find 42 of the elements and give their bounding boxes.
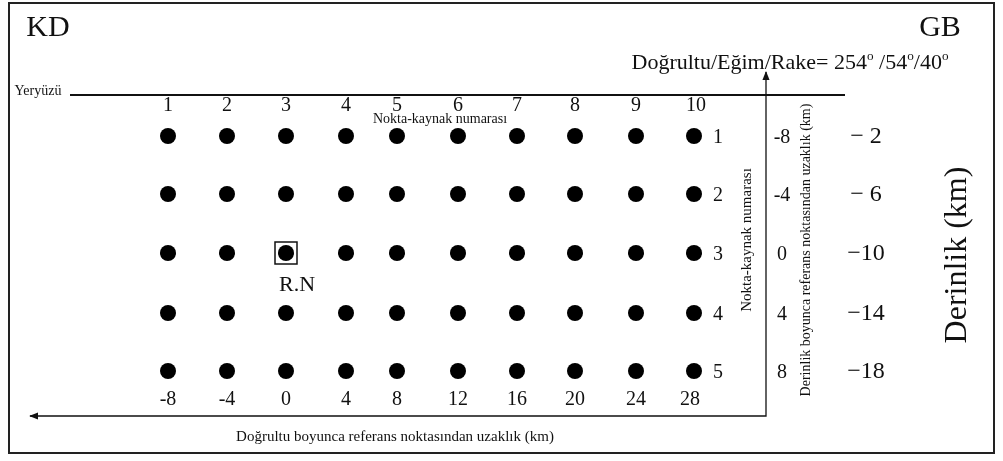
axis-title: Doğrultu boyunca referans noktasından uzaklık (km) (236, 429, 554, 445)
tick-label: 5 (713, 360, 723, 382)
tick-label: 4 (777, 302, 787, 324)
axis-title: Derinlik boyunca referans noktasından uzaklık (km) (798, 102, 814, 399)
tick-label: 3 (281, 93, 291, 115)
tick-label: 9 (631, 93, 641, 115)
direction-label: KD (26, 10, 70, 42)
tick-label: −18 (847, 358, 885, 384)
tick-label: 12 (448, 387, 468, 409)
tick-label: 8 (777, 360, 787, 382)
tick-label: 8 (392, 387, 402, 409)
tick-label: 0 (777, 242, 787, 264)
tick-label: 1 (163, 93, 173, 115)
tick-label: 0 (281, 387, 291, 409)
axis-title: Nokta-kaynak numarası (739, 168, 755, 312)
surface-label: Yeryüzü (14, 83, 62, 99)
tick-label: − 6 (850, 181, 882, 207)
fault-parameters-text: Doğrultu/Eğim/Rake= 254$^{o}$ /54$^{o}$/40$^{o}$ (631, 50, 949, 74)
tick-label: 28 (680, 387, 700, 409)
tick-label: 2 (713, 183, 723, 205)
tick-label: −10 (847, 240, 885, 266)
tick-label: −14 (847, 300, 885, 326)
tick-label: 4 (341, 387, 351, 409)
direction-label: GB (919, 10, 961, 42)
tick-label: 4 (713, 302, 723, 324)
tick-label: 24 (626, 387, 646, 409)
tick-label: -4 (773, 183, 791, 205)
reference-point-label: R.N (278, 272, 316, 296)
tick-label: 1 (713, 125, 723, 147)
axis-title: Derinlik (km) (939, 166, 973, 344)
tick-label: − 2 (850, 123, 882, 149)
tick-label: 16 (507, 387, 527, 409)
tick-label: -4 (218, 387, 236, 409)
tick-label: -8 (773, 125, 791, 147)
tick-label: 8 (570, 93, 580, 115)
tick-label: 3 (713, 242, 723, 264)
tick-label: -8 (159, 387, 177, 409)
tick-label: 4 (341, 93, 351, 115)
tick-label: 20 (565, 387, 585, 409)
tick-label: 2 (222, 93, 232, 115)
tick-label: 10 (686, 93, 706, 115)
tick-label: 7 (512, 93, 522, 115)
